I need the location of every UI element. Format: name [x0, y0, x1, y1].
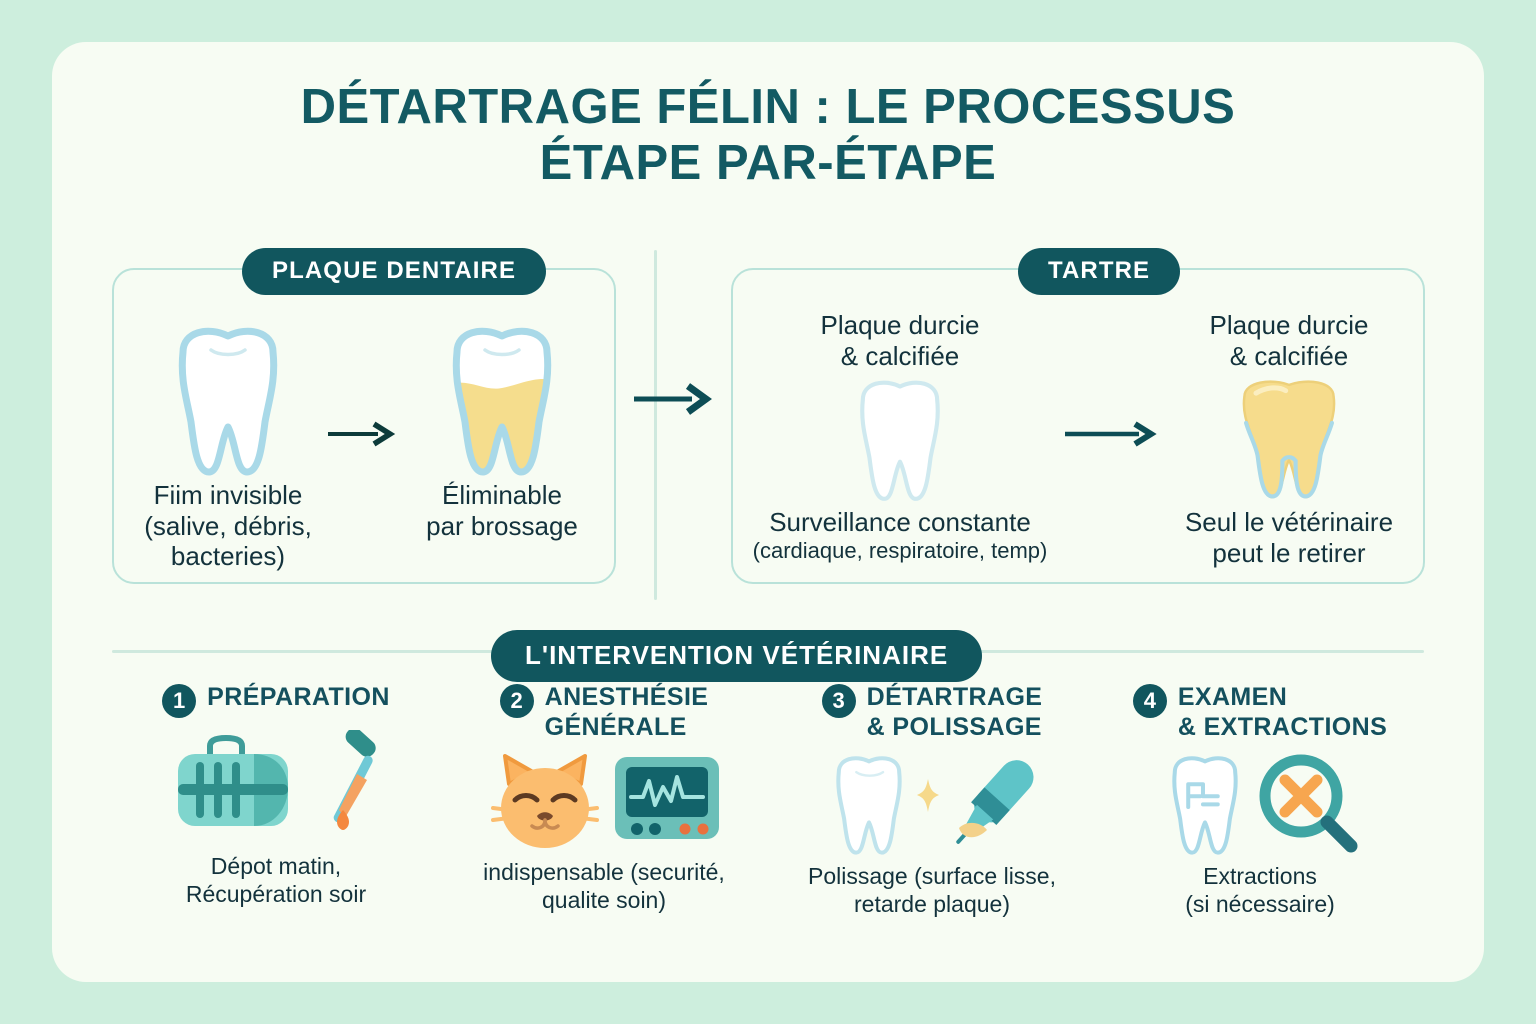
step-3-caption: Polissage (surface lisse, retarde plaque…: [808, 863, 1056, 918]
tartre-left-caption-below-small: (cardiaque, respiratoire, temp): [752, 538, 1048, 564]
step-1-title: PRÉPARATION: [207, 683, 390, 711]
step-3-number: 3: [821, 684, 856, 718]
plaque-column-clean: Fiim invisible (salive, débris, bacterie…: [122, 322, 334, 572]
step-2-head: 2 ANESTHÉSIE GÉNÉRALE: [440, 682, 768, 742]
step-4-icons: [1096, 752, 1424, 856]
step-1-caption: Dépot matin, Récupération soir: [185, 853, 367, 908]
tartre-left-caption-below: Surveillance constante: [769, 507, 1031, 538]
pet-carrier-icon: [178, 734, 288, 826]
infographic-card: DÉTARTRAGE FÉLIN : LE PROCESSUS ÉTAPE PA…: [52, 42, 1484, 982]
page-title: DÉTARTRAGE FÉLIN : LE PROCESSUS ÉTAPE PA…: [52, 80, 1484, 192]
vertical-divider: [654, 250, 657, 600]
scaler-tool-icon: [956, 760, 1034, 844]
tartre-column-right: Plaque durcie & calcifiée Seul le vétéri…: [1163, 310, 1415, 569]
step-1-number: 1: [162, 684, 197, 718]
step-1-icons: [112, 728, 440, 846]
tooth-icon: [836, 756, 902, 855]
plaque-tooth-icon: [396, 322, 608, 480]
panel-plaque-dentaire: PLAQUE DENTAIRE Fiim invisible (salive, …: [112, 248, 616, 584]
clean-tooth-icon: [741, 375, 1059, 507]
step-1-head: 1 PRÉPARATION: [112, 682, 440, 718]
badge-plaque-dentaire: PLAQUE DENTAIRE: [242, 248, 547, 295]
step-4-head: 4 EXAMEN & EXTRACTIONS: [1096, 682, 1424, 742]
steps-row: 1 PRÉPARATION: [112, 682, 1424, 952]
title-line-2: ÉTAPE PAR-ÉTAPE: [539, 135, 997, 190]
title-line-1: DÉTARTRAGE FÉLIN : LE PROCESSUS: [300, 80, 1236, 134]
step-3-icons: [768, 752, 1096, 856]
ecg-monitor-icon: [615, 757, 719, 839]
magnifier-x-icon: [1259, 754, 1358, 853]
step-preparation: 1 PRÉPARATION: [112, 682, 440, 952]
step-anesthesie: 2 ANESTHÉSIE GÉNÉRALE: [440, 682, 768, 952]
clean-tooth-icon: [122, 322, 334, 480]
step-2-title: ANESTHÉSIE GÉNÉRALE: [544, 683, 709, 741]
step-2-number: 2: [499, 684, 534, 718]
tartre-right-caption-above: Plaque durcie & calcifiée: [1209, 310, 1369, 371]
step-4-caption: Extractions (si nécessaire): [1185, 863, 1335, 918]
plaque-brossage-caption: Éliminable par brossage: [426, 480, 578, 541]
arrow-right-icon-tartre-panel: [1063, 420, 1159, 453]
step-examen: 4 EXAMEN & EXTRACTIONS Extraction: [1096, 682, 1424, 952]
arrow-right-icon-between-panels: [632, 382, 714, 421]
step-detartrage: 3 DÉTARTRAGE & POLISSAGE: [768, 682, 1096, 952]
tartre-right-caption-below: Seul le vétérinaire peut le retirer: [1184, 507, 1394, 569]
step-3-title: DÉTARTRAGE & POLISSAGE: [866, 683, 1043, 741]
dropper-icon: [333, 729, 376, 830]
step-4-title: EXAMEN & EXTRACTIONS: [1177, 683, 1388, 741]
step-2-caption: indispensable (securité, qualite soin): [483, 859, 725, 914]
badge-tartre: TARTRE: [1018, 248, 1181, 295]
sleeping-cat-icon: [491, 754, 599, 848]
plaque-column-plaque: Éliminable par brossage: [396, 322, 608, 541]
tartar-tooth-icon: [1163, 375, 1415, 507]
tooth-chart-icon: [1172, 756, 1238, 855]
tartre-column-left: Plaque durcie & calcifiée Surveillance c…: [741, 310, 1059, 564]
plaque-clean-caption: Fiim invisible (salive, débris, bacterie…: [144, 480, 312, 572]
arrow-right-icon-plaque-panel: [326, 420, 398, 453]
step-2-icons: [440, 752, 768, 852]
tartre-left-caption-above: Plaque durcie & calcifiée: [820, 310, 980, 371]
sparkle-icon: [917, 779, 939, 812]
panel-tartre: TARTRE Plaque durcie & calcifiée Surveil…: [731, 248, 1425, 584]
badge-intervention-veterinaire: L'INTERVENTION VÉTÉRINAIRE: [491, 630, 983, 682]
step-3-head: 3 DÉTARTRAGE & POLISSAGE: [768, 682, 1096, 742]
step-4-number: 4: [1132, 684, 1167, 718]
